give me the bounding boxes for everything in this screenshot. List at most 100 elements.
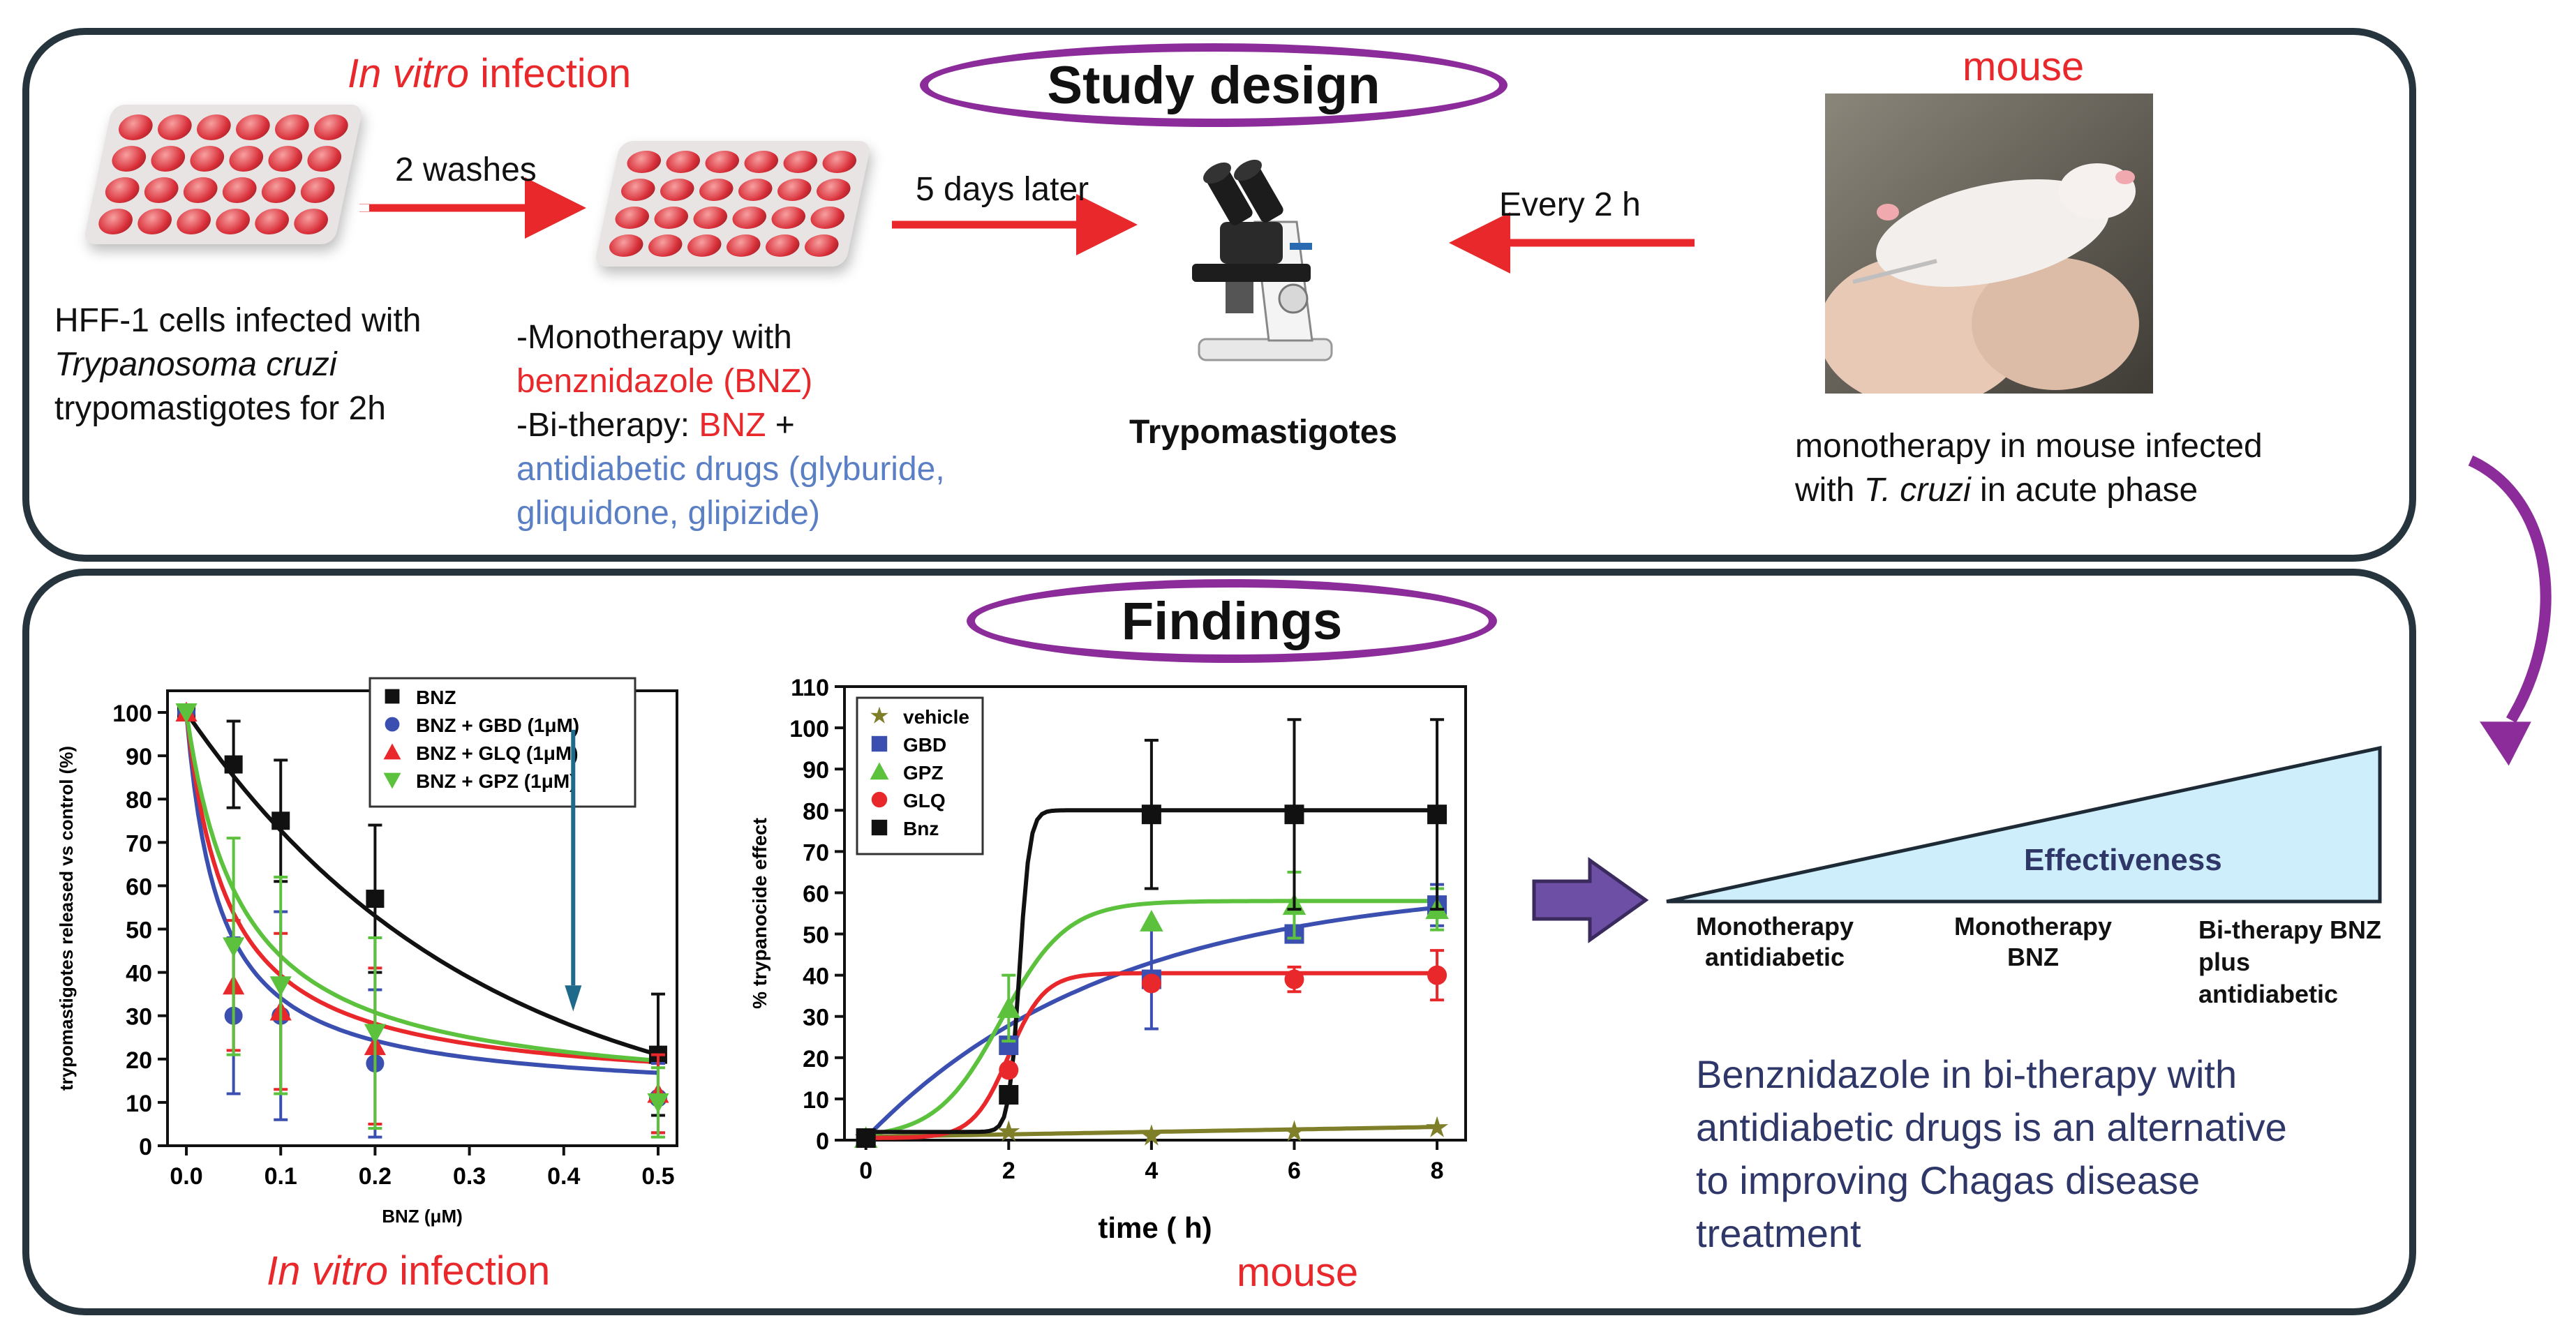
legend-marker (871, 791, 888, 808)
data-point (1140, 910, 1163, 932)
x-tick-label: 0 (859, 1158, 872, 1184)
legend-marker (383, 772, 401, 789)
legend-marker (871, 735, 888, 752)
x-tick-label: 0.3 (453, 1163, 486, 1190)
data-point (1284, 805, 1304, 825)
y-tick-label: 80 (126, 787, 152, 814)
treatment-description: -Monotherapy with benznidazole (BNZ) -Bi… (516, 319, 945, 532)
x-tick-label: 8 (1431, 1158, 1444, 1184)
series-line-1 (184, 712, 659, 1075)
y-tick-label: 100 (112, 701, 152, 727)
data-point (224, 755, 243, 774)
data-point (1427, 965, 1447, 985)
y-tick-label: 60 (803, 881, 829, 907)
data-point (1141, 805, 1161, 825)
invitro-header: In vitro infection (348, 51, 632, 96)
legend-label: BNZ (416, 687, 456, 708)
y-tick-label: 110 (791, 675, 829, 701)
data-point (1140, 1124, 1163, 1146)
x-tick-label: 0.0 (170, 1163, 202, 1190)
data-point (223, 937, 245, 957)
transition-arrow (2468, 455, 2552, 766)
mouse-photo (1825, 93, 2153, 394)
data-point (1426, 1116, 1449, 1137)
effectiveness-triangle (1666, 745, 2382, 904)
study-arrows (359, 177, 1695, 274)
y-tick-label: 20 (126, 1047, 152, 1074)
data-point (856, 1128, 876, 1149)
x-tick-label: 2 (1002, 1158, 1015, 1184)
legend-label: Bnz (903, 818, 939, 839)
series-line-2 (184, 712, 659, 1065)
data-point (1427, 805, 1447, 825)
data-point (1141, 973, 1161, 994)
y-tick-label: 30 (126, 1004, 152, 1031)
x-tick-label: 0.4 (547, 1163, 580, 1190)
y-tick-label: 10 (803, 1087, 829, 1114)
legend-label: BNZ + GBD (1μM) (416, 715, 579, 736)
data-point (1284, 969, 1304, 989)
effectiveness-label: Effectiveness (2024, 843, 2222, 877)
data-point (997, 996, 1021, 1018)
microscope-label: Trypomastigotes (1129, 414, 1398, 451)
y-axis-label: trypomastigotes released vs control (%) (56, 746, 77, 1091)
legend-marker (870, 762, 889, 780)
legend-label: BNZ + GLQ (1μM) (416, 742, 579, 764)
mouse-footer: mouse (1237, 1250, 1359, 1295)
data-point (175, 703, 198, 724)
x-tick-label: 6 (1288, 1158, 1301, 1184)
y-axis-label: % trypanocide effect (749, 818, 770, 1009)
legend-marker (385, 689, 400, 704)
legend-box (368, 677, 636, 808)
y-tick-label: 100 (789, 716, 829, 742)
x-tick-label: 0.1 (265, 1163, 297, 1190)
data-point (366, 890, 385, 908)
data-point (1283, 1120, 1306, 1142)
mouse-header: mouse (1963, 44, 2085, 89)
legend-marker (870, 706, 888, 724)
y-tick-label: 90 (803, 757, 829, 784)
data-point (647, 1093, 669, 1114)
legend-marker (385, 717, 400, 732)
washes-arrow (359, 177, 586, 239)
every-label: Every 2 h (1499, 186, 1641, 223)
y-tick-label: 80 (803, 798, 829, 825)
x-axis-label: BNZ (μM) (382, 1206, 463, 1227)
y-tick-label: 90 (126, 744, 152, 770)
x-axis-label: time ( h) (1098, 1211, 1212, 1244)
conclusion-text: Benznidazole in bi-therapy with antidiab… (1696, 1052, 2287, 1255)
data-point (999, 1085, 1019, 1105)
annotation-arrowhead (565, 985, 582, 1012)
y-tick-label: 70 (803, 839, 829, 866)
data-point (997, 1120, 1020, 1142)
series-line-0 (184, 711, 659, 1057)
y-tick-label: 50 (126, 918, 152, 944)
y-tick-label: 70 (126, 830, 152, 857)
y-tick-label: 0 (816, 1128, 829, 1155)
legend-label: GBD (903, 734, 946, 756)
legend-label: BNZ + GPZ (1μM) (416, 770, 576, 792)
microscope-icon (1192, 159, 1333, 361)
legend-label: GLQ (903, 790, 946, 811)
findings-title: Findings (1121, 591, 1343, 651)
x-tick-label: 0.2 (359, 1163, 392, 1190)
series-line-2 (865, 899, 1438, 1137)
data-point (271, 811, 290, 830)
x-tick-label: 4 (1145, 1158, 1158, 1184)
mouse-description: monotherapy in mouse infected with T. cr… (1795, 428, 2263, 509)
invitro-footer: In vitro infection (267, 1248, 551, 1294)
y-tick-label: 30 (803, 1005, 829, 1031)
series-line-3 (184, 712, 659, 1063)
legend-marker (871, 819, 888, 836)
purple-arrow-icon (1532, 857, 1649, 943)
y-tick-label: 20 (803, 1046, 829, 1072)
legend-label: GPZ (903, 762, 944, 784)
data-point (999, 1060, 1019, 1080)
y-tick-label: 40 (803, 964, 829, 990)
study-design-title-ellipse: Study design (920, 43, 1507, 127)
